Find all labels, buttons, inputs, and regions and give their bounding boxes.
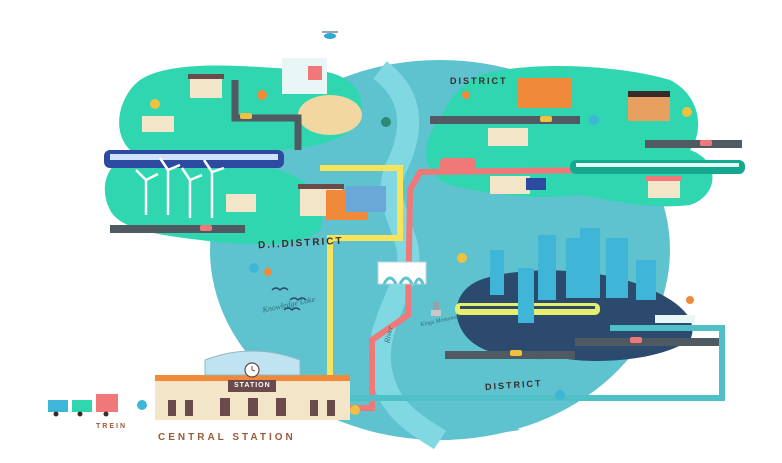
school-roof <box>298 184 344 189</box>
car-icon <box>700 140 712 146</box>
clock-icon <box>244 362 260 378</box>
gas-station <box>490 176 530 194</box>
car-icon <box>630 337 642 343</box>
train-label: TREIN <box>96 423 127 430</box>
car-icon <box>200 225 212 231</box>
car-icon <box>510 350 522 356</box>
central-station-label: CENTRAL STATION <box>158 432 296 443</box>
green-land-west <box>104 154 323 245</box>
hospital-cross <box>308 66 322 80</box>
helicopter-icon <box>322 31 338 39</box>
monument-icon <box>431 302 441 316</box>
park-area <box>298 95 362 135</box>
line-red <box>345 167 601 411</box>
house-east-roof <box>646 176 682 181</box>
restaurant <box>628 95 670 121</box>
cottage <box>226 194 256 212</box>
warehouse <box>518 78 572 108</box>
skyline <box>490 228 656 323</box>
station-sign: STATION <box>234 382 271 389</box>
line-yellow <box>320 165 403 380</box>
factory <box>190 78 222 98</box>
shop-left <box>488 128 528 146</box>
road-north <box>231 80 302 150</box>
line-teal <box>350 325 725 401</box>
city-pier <box>655 315 695 323</box>
greenhouse <box>142 116 174 132</box>
house-east <box>648 180 680 198</box>
red-tram <box>440 158 476 172</box>
restaurant-roof <box>628 91 670 97</box>
bus-stop <box>526 178 546 190</box>
bird-icon <box>271 287 307 311</box>
central-station <box>155 350 350 420</box>
car-icon <box>540 116 552 122</box>
train-green <box>570 160 745 174</box>
district-north-label: DISTRICT <box>450 76 508 86</box>
tree-icon <box>137 90 694 415</box>
train-icon <box>48 394 118 417</box>
library-top <box>346 186 386 212</box>
windmill-icon <box>135 157 225 218</box>
bridge <box>377 261 427 285</box>
factory-roof <box>188 74 224 79</box>
train-blue <box>104 150 284 168</box>
car-icon <box>240 113 252 119</box>
